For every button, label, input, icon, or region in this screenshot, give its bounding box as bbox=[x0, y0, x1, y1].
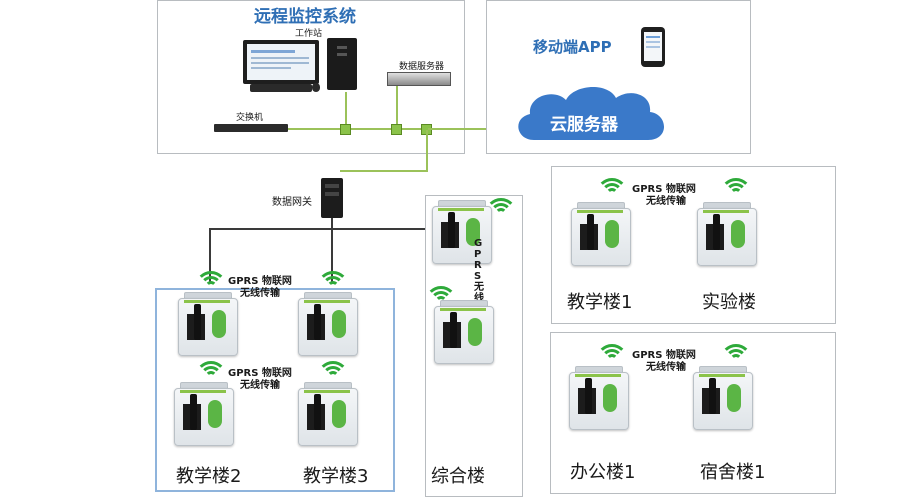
pc-tower-icon bbox=[327, 38, 357, 90]
gprs-label-line1: GPRS 物联网 bbox=[228, 368, 292, 379]
iot-device bbox=[298, 292, 358, 356]
workstation-label: 工作站 bbox=[295, 29, 323, 39]
mouse-icon bbox=[312, 83, 320, 92]
gprs-label-line1: GPRS 物联网 bbox=[632, 184, 696, 195]
lan-node bbox=[391, 124, 402, 135]
iot-device bbox=[298, 382, 358, 446]
building-office1: 办公楼1 bbox=[570, 462, 636, 483]
cloud-server-label: 云服务器 bbox=[550, 115, 618, 135]
wifi-signal-icon bbox=[317, 361, 349, 375]
workstation-monitor-icon bbox=[243, 40, 319, 90]
wifi-signal-icon bbox=[720, 344, 752, 358]
mobile-app-label: 移动端APP bbox=[533, 38, 612, 56]
gprs-label-line2: 无线传输 bbox=[240, 380, 280, 391]
building-teaching2: 教学楼2 bbox=[176, 466, 242, 487]
gprs-label-line2: 无线传输 bbox=[646, 362, 686, 373]
rack-server-icon bbox=[387, 72, 451, 86]
data-gateway-label: 数据网关 bbox=[272, 197, 312, 208]
iot-device bbox=[174, 382, 234, 446]
wifi-signal-icon bbox=[317, 271, 349, 285]
iot-device bbox=[697, 202, 757, 266]
gprs-label-line1: GPRS 物联网 bbox=[228, 276, 292, 287]
keyboard-icon bbox=[250, 84, 312, 92]
iot-device bbox=[571, 202, 631, 266]
iot-device bbox=[178, 292, 238, 356]
wifi-signal-icon bbox=[596, 178, 628, 192]
wifi-signal-icon bbox=[195, 271, 227, 285]
cloud-server-icon bbox=[518, 86, 664, 140]
lan-node bbox=[340, 124, 351, 135]
wifi-signal-icon bbox=[596, 344, 628, 358]
wifi-signal-icon bbox=[485, 198, 517, 212]
iot-device bbox=[693, 366, 753, 430]
iot-device bbox=[432, 200, 492, 264]
iot-device bbox=[434, 300, 494, 364]
building-lab: 实验楼 bbox=[702, 292, 756, 313]
iot-device bbox=[569, 366, 629, 430]
wifi-signal-icon bbox=[720, 178, 752, 192]
network-switch-icon bbox=[214, 124, 288, 132]
monitor-system-title: 远程监控系统 bbox=[254, 7, 356, 27]
smartphone-icon bbox=[641, 27, 665, 67]
data-server-label: 数据服务器 bbox=[399, 62, 445, 72]
gprs-label-line2: 无线传输 bbox=[646, 196, 686, 207]
wifi-signal-icon bbox=[425, 286, 457, 300]
building-dorm1: 宿舍楼1 bbox=[700, 462, 766, 483]
switch-label: 交换机 bbox=[236, 113, 264, 123]
gprs-label-line1: GPRS 物联网 bbox=[632, 350, 696, 361]
building-complex: 综合楼 bbox=[431, 466, 485, 487]
data-gateway-icon bbox=[321, 178, 343, 218]
building-teaching1: 教学楼1 bbox=[567, 292, 633, 313]
wifi-signal-icon bbox=[195, 361, 227, 375]
gprs-label-line2: 无线传输 bbox=[240, 288, 280, 299]
building-teaching3: 教学楼3 bbox=[303, 466, 369, 487]
